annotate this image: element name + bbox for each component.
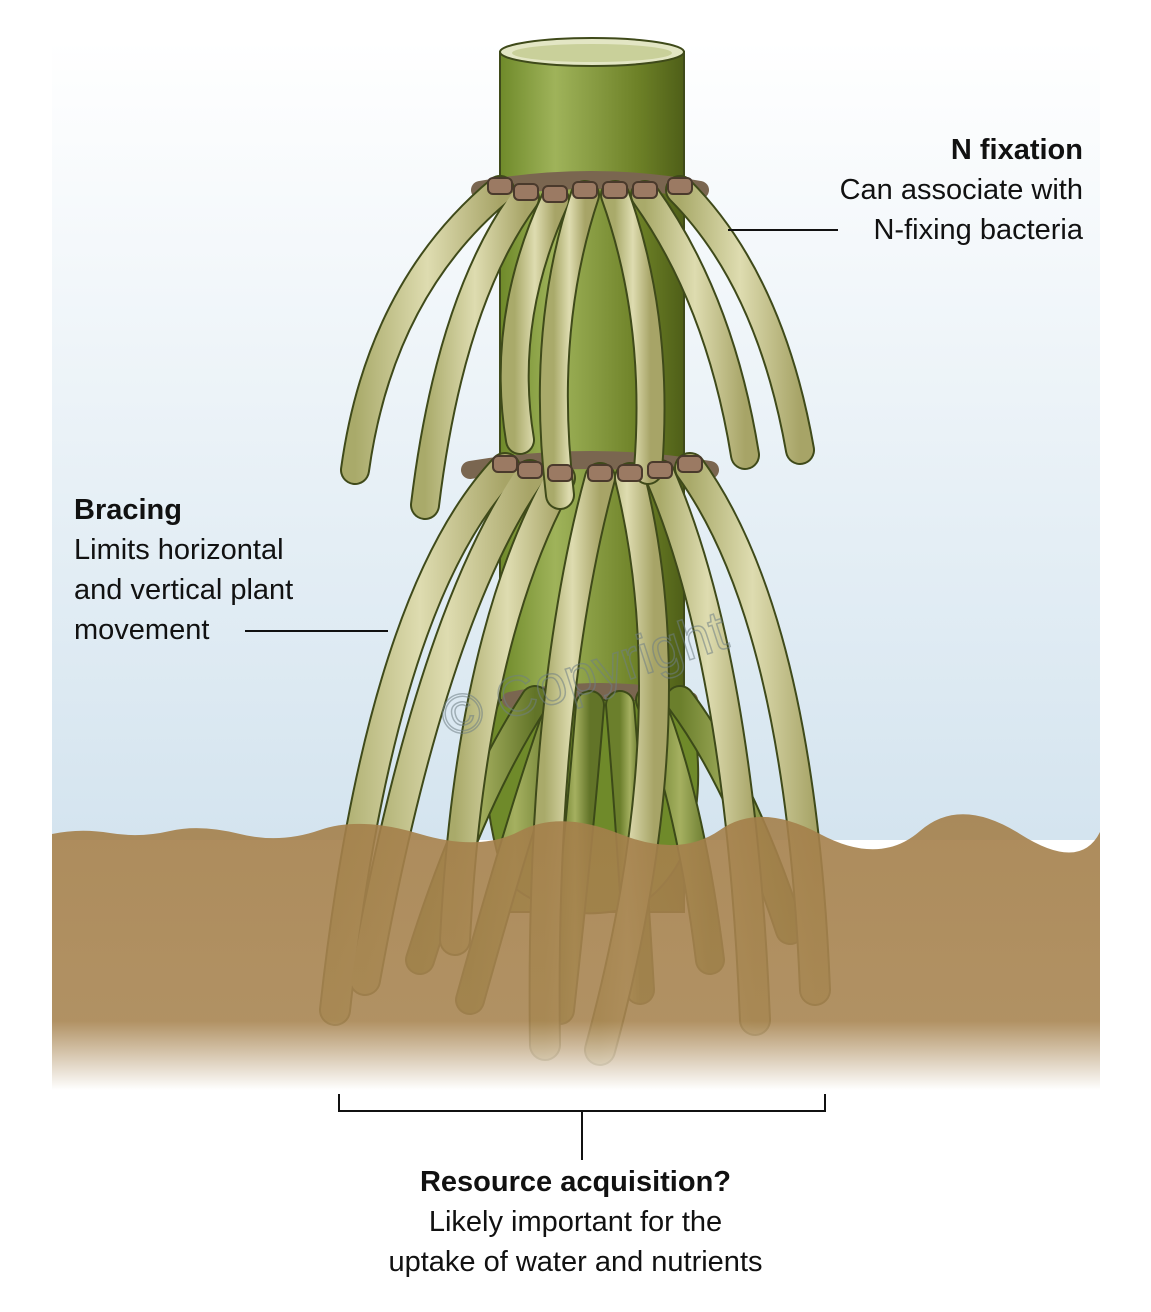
resource-bracket xyxy=(338,1094,826,1160)
resource-line-1: Likely important for the xyxy=(428,1206,723,1238)
resource-title: Resource acquisition? xyxy=(419,1166,731,1198)
bracing-label: Bracing Limits horizontal and vertical p… xyxy=(74,490,293,650)
n-fixation-line-1: Can associate with xyxy=(839,174,1083,206)
bracing-line-1: Limits horizontal xyxy=(74,534,284,566)
bracing-line-2: and vertical plant xyxy=(74,574,294,606)
n-fixation-label: N fixation Can associate with N-fixing b… xyxy=(840,130,1083,250)
resource-acquisition-label: Resource acquisition? Likely important f… xyxy=(0,1162,1151,1282)
soil xyxy=(52,814,1100,1090)
resource-line-2: uptake of water and nutrients xyxy=(388,1246,763,1278)
upper-root-whorl xyxy=(340,175,815,520)
bracing-title: Bracing xyxy=(74,494,182,526)
n-fixation-title: N fixation xyxy=(950,134,1083,166)
bracing-line-3: movement xyxy=(74,614,210,646)
root-collars xyxy=(487,177,703,482)
n-fixation-line-2: N-fixing bacteria xyxy=(873,214,1083,246)
